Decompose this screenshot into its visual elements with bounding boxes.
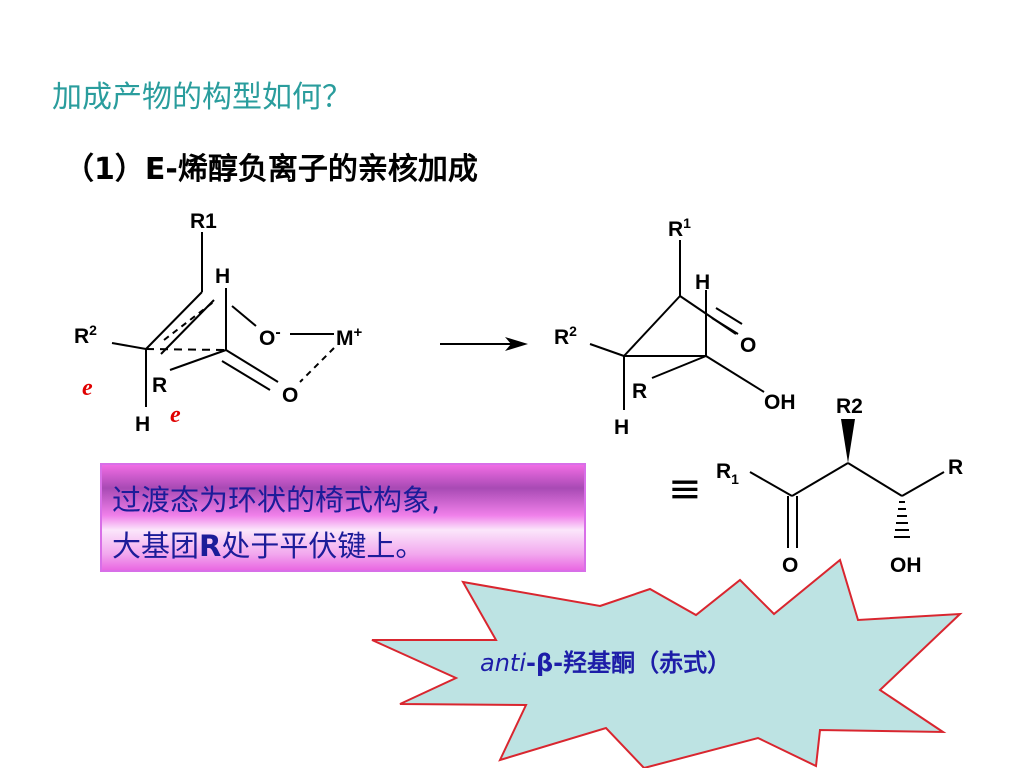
equivalent-symbol: ≡ xyxy=(668,466,702,512)
bond-c1-c2 xyxy=(145,291,203,350)
product-o-label: O xyxy=(740,334,756,357)
bond-c3-o-double-1 xyxy=(711,317,739,335)
forming-bond-dashed xyxy=(145,348,227,351)
ts-metal-label: M+ xyxy=(336,324,363,350)
question-title: 加成产物的构型如何？ xyxy=(52,80,352,115)
hash-bond-oh xyxy=(894,501,910,538)
wedge-bond-r2 xyxy=(841,419,855,463)
electron-label-1: e xyxy=(82,375,93,401)
zigzag-structure xyxy=(749,462,945,548)
bond-c1-c2-double xyxy=(160,299,215,355)
product-labels: R1 H R2 O R OH H xyxy=(554,215,796,439)
zigzag-r1-label: R1 xyxy=(716,460,739,487)
transition-state-labels: R1 H R2 O- M+ R O H e e xyxy=(74,210,363,436)
bond-c3-o-lower-double xyxy=(221,360,271,391)
product-r2-label: R2 xyxy=(554,323,577,349)
bond-r1-c1 xyxy=(749,471,793,497)
partial-bond-dashed xyxy=(163,299,217,341)
note-line-2-post: 处于平伏键上。 xyxy=(221,529,425,563)
note-line-1: 过渡态为环状的椅式构象, xyxy=(112,483,441,517)
bond-c3-r xyxy=(901,471,945,497)
ts-r-label: R xyxy=(152,374,167,397)
bond-c3-o-double-2 xyxy=(715,307,743,325)
reaction-arrow xyxy=(440,337,528,351)
bond-c2-c3 xyxy=(847,462,903,497)
ts-r1-label: R1 xyxy=(190,210,217,233)
bond-c2-r2 xyxy=(111,342,147,350)
transition-state-structure xyxy=(111,232,335,407)
product-r-label: R xyxy=(632,380,647,403)
product-h-bottom-label: H xyxy=(614,416,629,439)
transition-state-note: 过渡态为环状的椅式构象, 大基团R处于平伏键上。 xyxy=(100,463,586,572)
zigzag-r-label: R xyxy=(948,456,963,479)
product-h-top-label: H xyxy=(695,271,710,294)
product-oh-label: OH xyxy=(764,391,796,414)
ts-h-top-label: H xyxy=(215,265,230,288)
starburst-callout xyxy=(371,558,963,768)
bond-c3-oh xyxy=(705,355,765,393)
section-title: （1）E-烯醇负离子的亲核加成 xyxy=(64,152,478,187)
bond-c3-r xyxy=(169,349,227,371)
product-structure xyxy=(589,240,765,410)
ts-o-minus-label: O- xyxy=(259,324,281,350)
zigzag-r2-label: R2 xyxy=(836,395,863,418)
note-line-2-pre: 大基团 xyxy=(112,529,200,563)
bond-r2 xyxy=(589,343,625,357)
product-r1-label: R1 xyxy=(668,215,691,241)
zigzag-oh-label: OH xyxy=(890,554,922,577)
ts-h-bottom-label: H xyxy=(135,413,150,436)
bond-c3-r xyxy=(651,355,707,379)
bond-c1-c2 xyxy=(623,295,681,357)
note-line-2: 大基团R处于平伏键上。 xyxy=(112,523,424,565)
note-line-2-bold: R xyxy=(199,529,222,563)
starburst-label: anti-β-羟基酮（赤式） xyxy=(480,649,731,677)
bond-c1-c2 xyxy=(791,462,849,497)
zigzag-labels: R1 R2 R O OH xyxy=(716,395,963,577)
bond-c3-o-lower xyxy=(225,349,279,383)
ts-r2-label: R2 xyxy=(74,322,97,348)
ts-o-label: O xyxy=(282,384,298,407)
electron-label-2: e xyxy=(170,402,181,428)
bond-c3-o xyxy=(231,305,257,327)
zigzag-o-label: O xyxy=(782,554,798,577)
m-o-coordination-dashed xyxy=(299,347,335,383)
